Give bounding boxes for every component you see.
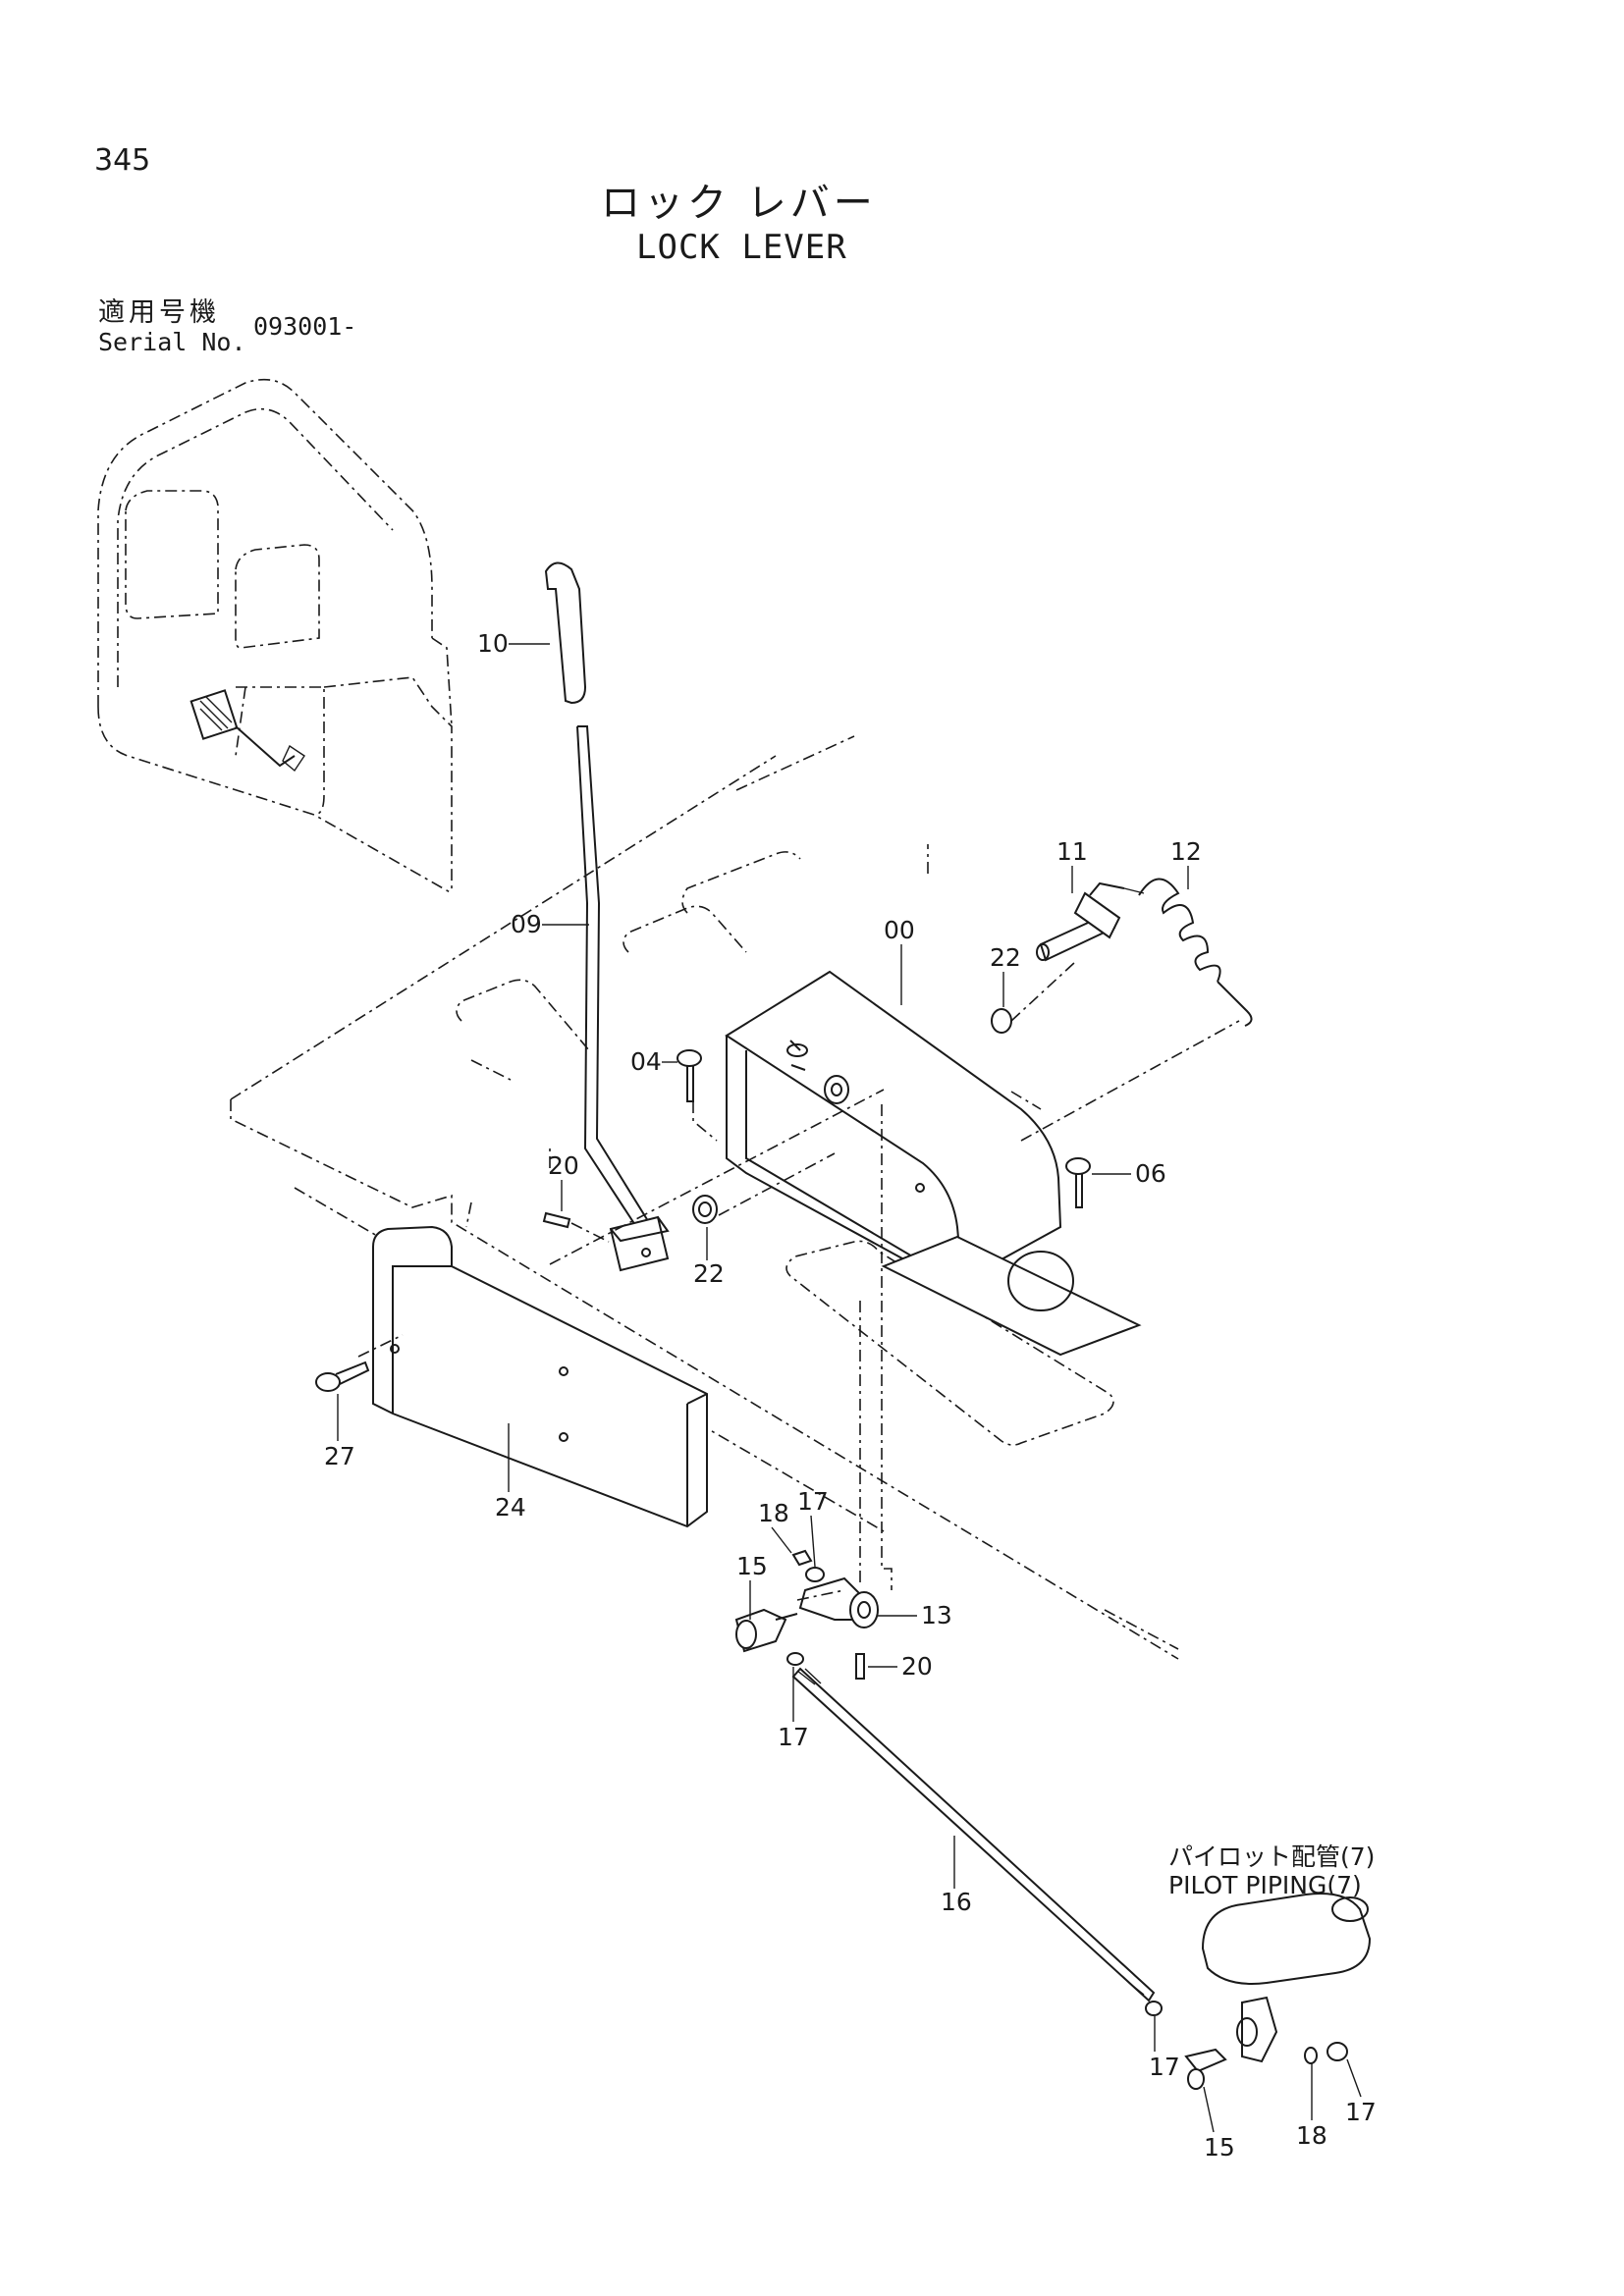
part-label-04: 04	[630, 1047, 662, 1076]
part-label-10: 10	[477, 629, 509, 658]
part-label-17-lower-left: 17	[1149, 2053, 1180, 2081]
bolt-27	[315, 1361, 370, 1392]
fasteners	[542, 1008, 1091, 1265]
bolt-06	[1065, 1157, 1091, 1208]
reference-label-japanese: パイロット配管(7)	[1168, 1842, 1376, 1871]
callout-13: 13	[878, 1601, 952, 1629]
callout-04: 04	[630, 1047, 677, 1076]
part-label-11: 11	[1056, 837, 1088, 866]
callout-24: 24	[495, 1423, 526, 1522]
callout-10: 10	[477, 629, 550, 658]
part-label-22-upper: 22	[990, 943, 1021, 972]
part-label-27: 27	[324, 1442, 355, 1470]
rod-16	[791, 1667, 1156, 2002]
callout-16: 16	[941, 1836, 972, 1916]
callout-06: 06	[1092, 1159, 1166, 1188]
callout-27: 27	[324, 1394, 355, 1470]
callout-17-upper: 17	[797, 1487, 829, 1568]
callout-12: 12	[1170, 837, 1202, 889]
callout-15-upper: 15	[736, 1552, 768, 1620]
part-label-22-lower: 22	[693, 1259, 725, 1288]
callout-20-lower: 20	[868, 1652, 933, 1681]
callout-17-lower-left: 17	[1149, 2016, 1180, 2081]
title-japanese: ロック レバー	[601, 181, 877, 226]
part-label-15-lower: 15	[1204, 2133, 1235, 2162]
part-label-12: 12	[1170, 837, 1202, 866]
page-number: 345	[94, 143, 151, 178]
part-label-09: 09	[511, 910, 542, 938]
part-label-20-upper: 20	[548, 1151, 579, 1180]
callout-17-middle: 17	[778, 1667, 809, 1751]
part-label-17-middle: 17	[778, 1723, 809, 1751]
part-label-18-upper: 18	[758, 1499, 789, 1527]
linkage-assembly	[734, 1104, 893, 1680]
part-label-15-upper: 15	[736, 1552, 768, 1580]
part-label-17-upper: 17	[797, 1487, 829, 1516]
part-label-24: 24	[495, 1493, 526, 1522]
floor-plate-outline	[230, 735, 1179, 1660]
callout-18-lower: 18	[1296, 2063, 1327, 2150]
pilot-valve-piece	[1145, 1893, 1372, 2090]
washer-upper	[824, 1075, 849, 1104]
part-label-00: 00	[884, 916, 915, 944]
pin-and-spring	[1010, 878, 1253, 1142]
callout-09: 09	[511, 910, 589, 938]
bushing-22-lower	[692, 1195, 718, 1224]
callout-11: 11	[1056, 837, 1088, 893]
cab-inset-illustration	[97, 378, 453, 894]
pin-20-upper	[542, 1211, 571, 1229]
cover-box	[725, 970, 1142, 1357]
callout-17-lower-right: 17	[1345, 2058, 1377, 2126]
callout-18-upper: 18	[758, 1499, 792, 1554]
callout-20-upper: 20	[548, 1151, 579, 1211]
serial-label-english: Serial No.	[98, 328, 246, 356]
bushing-22-upper	[991, 1008, 1012, 1034]
part-label-13: 13	[921, 1601, 952, 1629]
side-plate	[315, 1225, 708, 1528]
callout-22-lower: 22	[693, 1227, 725, 1288]
part-label-18-lower: 18	[1296, 2121, 1327, 2150]
lever-assembly	[544, 561, 670, 1272]
callout-00: 00	[884, 916, 915, 1005]
part-label-06: 06	[1135, 1159, 1166, 1188]
part-label-17-lower-right: 17	[1345, 2098, 1377, 2126]
serial-label-japanese: 適用号機	[98, 297, 220, 328]
title-english: LOCK LEVER	[636, 228, 847, 267]
callout-15-lower: 15	[1203, 2086, 1235, 2162]
coil-spring	[1138, 878, 1253, 1027]
bolt-04	[677, 1049, 702, 1102]
callout-22-upper: 22	[990, 943, 1021, 1007]
part-label-16: 16	[941, 1888, 972, 1916]
part-label-20-lower: 20	[901, 1652, 933, 1681]
serial-number-value: 093001-	[253, 312, 357, 341]
